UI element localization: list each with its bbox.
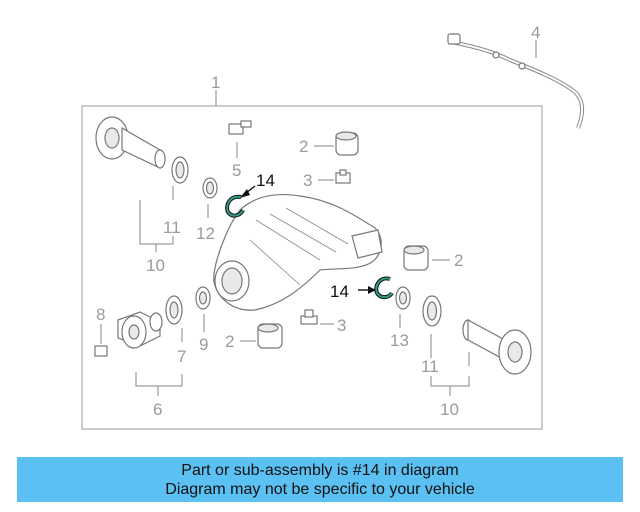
callout-7: 7 <box>177 347 186 366</box>
callout-9: 9 <box>199 335 208 354</box>
callout-3-top: 3 <box>303 171 312 190</box>
callout-13: 13 <box>390 331 409 350</box>
callout-10-left: 10 <box>146 256 165 275</box>
snap-ring-14-upper <box>225 194 245 218</box>
ring-9 <box>195 286 211 310</box>
bushing-2-bottom <box>257 323 283 349</box>
seal-7 <box>165 295 183 325</box>
wiring-harness <box>447 33 585 129</box>
callout-11-left: 11 <box>163 218 181 237</box>
callout-10-right: 10 <box>440 400 459 419</box>
bolt-3-bottom <box>300 309 318 325</box>
ring-12 <box>202 177 218 199</box>
callout-14-upper: 14 <box>256 171 275 190</box>
callout-8: 8 <box>96 305 105 324</box>
banner-line-1: Part or sub-assembly is #14 in diagram <box>181 462 459 479</box>
callout-5: 5 <box>232 161 241 180</box>
left-inner-flange <box>117 311 163 349</box>
snap-ring-14-lower <box>374 276 394 300</box>
callout-6: 6 <box>153 400 162 419</box>
breather-5 <box>228 120 252 135</box>
plug-8 <box>94 345 108 357</box>
banner-line-2: Diagram may not be specific to your vehi… <box>165 481 475 498</box>
assembly-frame <box>81 105 543 430</box>
callout-4: 4 <box>531 23 540 42</box>
bolt-3-top <box>335 169 351 184</box>
right-seal-11 <box>422 295 442 327</box>
info-banner: Part or sub-assembly is #14 in diagram D… <box>17 457 623 502</box>
differential-housing <box>213 193 383 311</box>
ring-13 <box>395 286 411 310</box>
right-output-flange <box>462 318 532 375</box>
left-output-flange <box>95 116 166 169</box>
callout-1: 1 <box>211 73 220 92</box>
callout-2-bottom: 2 <box>225 332 234 351</box>
callout-12: 12 <box>196 224 215 243</box>
bushing-2-top <box>335 131 359 156</box>
callout-11-right: 11 <box>421 357 439 376</box>
callout-2-top: 2 <box>299 137 308 156</box>
callout-2-right: 2 <box>454 251 463 270</box>
callout-3-bottom: 3 <box>337 316 346 335</box>
bushing-2-right <box>403 245 429 271</box>
callout-14-lower: 14 <box>330 282 349 301</box>
left-seal-11 <box>171 156 189 184</box>
